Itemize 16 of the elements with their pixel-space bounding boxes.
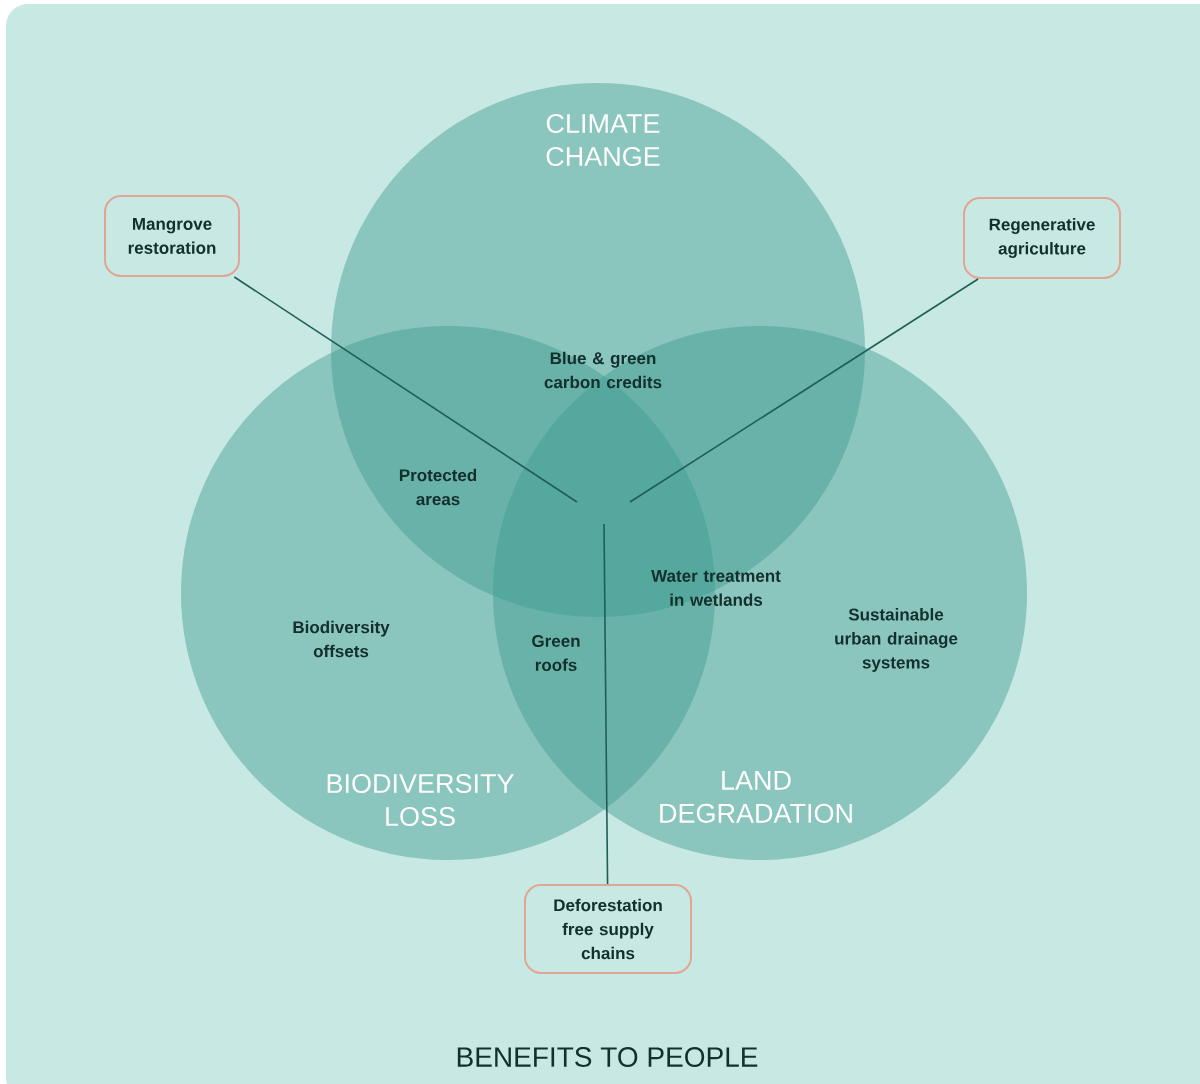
region-label: Protected areas — [399, 468, 477, 506]
set-title: LAND DEGRADATION — [660, 771, 852, 823]
set-title: BIODIVERSITY LOSS — [327, 773, 514, 827]
connector-line — [629, 278, 979, 503]
caption: BENEFITS TO PEOPLE — [457, 1047, 758, 1067]
region-label: Sustainable urban drainage systems — [835, 608, 958, 672]
connector-line — [233, 276, 578, 503]
connector-line — [603, 523, 609, 885]
region-label: Water treatment in wetlands — [651, 570, 781, 606]
region-label: Biodiversity offsets — [293, 620, 390, 658]
text-box: Regenerative agriculture — [963, 197, 1121, 279]
region-label: Green roofs — [532, 635, 580, 671]
set-title: CLIMATE CHANGE — [546, 113, 660, 167]
region-label: Blue & green carbon credits — [544, 351, 662, 389]
text-box: Deforestation free supply chains — [524, 884, 692, 974]
text-box: Mangrove restoration — [104, 195, 240, 277]
